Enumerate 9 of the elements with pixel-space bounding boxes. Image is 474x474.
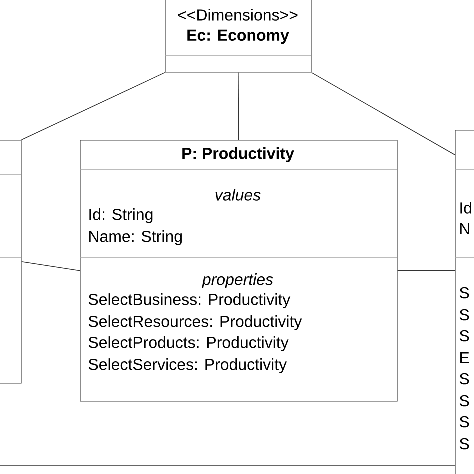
- class-box: <<Dimensions>> Ec: Economy: [164, 0, 312, 73]
- class-box: Id N S S S E S S S S: [454, 130, 474, 474]
- connector-line: [238, 72, 240, 140]
- class-box: [0, 140, 22, 384]
- connector-line: [21, 72, 166, 140]
- connector-line: [21, 262, 80, 272]
- class-box: P: Productivity values Id: String Name: String properties SelectBusiness: Productivity SelectResources: Productivity SelectProducts: Productivity SelectServices: Productivity: [80, 140, 398, 402]
- connector-line: [397, 270, 456, 272]
- connector-line: [311, 72, 456, 156]
